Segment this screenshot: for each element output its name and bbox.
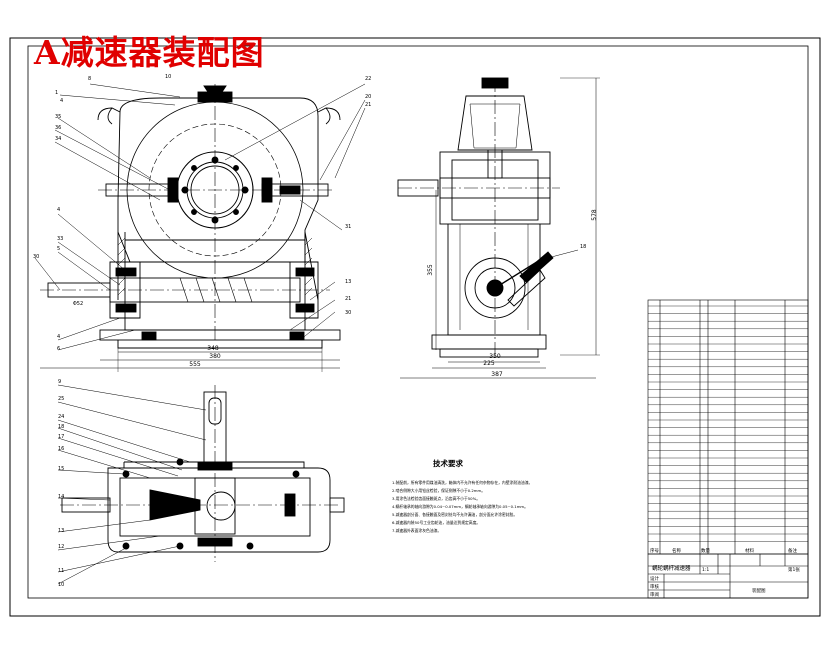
svg-text:12: 12 [58,544,64,550]
svg-text:31: 31 [345,224,351,230]
svg-text:18: 18 [58,424,64,430]
svg-text:5: 5 [57,246,60,252]
top-leaders [57,384,207,585]
dim-side-sub: 355 [427,264,434,276]
svg-text:24: 24 [58,414,64,420]
svg-text:8: 8 [88,76,91,82]
dim-front-base: 380 [209,353,221,360]
note-line-7: 7.减速器外表面涂灰色油漆。 [392,528,441,533]
note-line-5: 5.减速器剖分面、各接触面及密封处均不允许漏油，剖分面允许涂密封胶。 [392,512,517,517]
svg-text:13: 13 [345,279,351,285]
svg-text:4: 4 [60,98,63,104]
svg-text:34: 34 [55,136,61,142]
dim-side-height: 578 [591,209,598,221]
parts-list [647,299,809,599]
svg-text:22: 22 [365,76,371,82]
dim-side-base: 225 [483,360,495,367]
outer-border [9,37,821,617]
tb-header-qty: 数量 [701,547,710,554]
svg-text:4: 4 [57,334,60,340]
svg-text:33: 33 [57,236,63,242]
note-line-3: 3.用涂色法检验齿面接触斑点，沿齿高不小于50%。 [392,496,480,501]
dim-side-mid: 350 [489,353,501,360]
tb-material: 装配图 [752,587,766,594]
notes-heading: 技术要求 [433,458,463,468]
svg-text:16: 16 [58,446,64,452]
top-balloons: 9 25 24 18 17 16 15 14 13 12 11 10 [58,379,64,588]
svg-text:21: 21 [365,102,371,108]
svg-text:14: 14 [58,494,64,500]
front-balloons: 1 8 10 4 35 36 34 4 33 5 30 4 6 22 20 21 31 13 21 30 [33,74,371,352]
svg-text:1: 1 [55,90,58,96]
side-balloon-18: 18 [580,244,586,250]
tb-check: 审核 [650,583,659,590]
svg-text:4: 4 [57,207,60,213]
svg-text:20: 20 [365,94,371,100]
side-view [397,77,600,379]
technical-notes: 技术要求 1.装配前，所有零件用煤油清洗，箱体内不允许有任何杂物存在，内壁涂耐油… [392,458,532,533]
tb-approve: 审阅 [650,591,659,598]
svg-text:30: 30 [33,254,39,260]
tb-scale: 1:1 [702,567,709,573]
svg-text:21: 21 [345,296,351,302]
note-line-2: 2.啮合侧隙大小用铅丝检验，保证侧隙不小于0.2mm。 [392,488,485,493]
note-line-6: 6.减速器内装50号工业齿轮油，油量达到规定高度。 [392,520,480,525]
tb-assembly-name: 蜗轮蜗杆减速器 [652,564,691,572]
tb-header-remark: 备注 [788,547,797,554]
top-view [60,385,345,562]
note-line-1: 1.装配前，所有零件用煤油清洗，箱体内不允许有任何杂物存在，内壁涂耐油油漆。 [392,480,532,485]
dim-front-overall: 555 [189,361,201,368]
tb-header-no: 序号 [650,547,659,554]
svg-text:13: 13 [58,528,64,534]
svg-text:11: 11 [58,568,64,574]
svg-text:30: 30 [345,310,351,316]
svg-text:9: 9 [58,379,61,385]
tb-drawer: 设计 [650,575,659,582]
drawing-title: A减速器装配图 [34,33,265,72]
tb-sheet: 第1张 [788,566,800,573]
front-leaders [34,83,366,351]
dim-side-overall: 387 [491,371,503,378]
dim-shaft-od: Φ52 [73,301,83,307]
svg-text:15: 15 [58,466,64,472]
svg-text:6: 6 [57,346,60,352]
svg-text:10: 10 [165,74,171,80]
svg-text:10: 10 [58,582,64,588]
tb-header-material: 材料 [745,547,754,554]
front-view [40,84,341,372]
dim-front-bolt: 348 [207,345,219,352]
svg-text:25: 25 [58,396,64,402]
tb-header-name: 名称 [672,547,681,554]
title-block: 序号 名称 数量 材料 备注 蜗轮蜗杆减速器 1:1 第1张 设计 审核 审阅 … [650,547,800,598]
svg-text:36: 36 [55,125,61,131]
note-line-4: 4.蜗杆轴承的轴向游隙为0.04~0.07mm，蜗轮轴承轴向游隙为0.05~0.… [392,504,528,509]
svg-text:35: 35 [55,114,61,120]
svg-text:17: 17 [58,434,64,440]
